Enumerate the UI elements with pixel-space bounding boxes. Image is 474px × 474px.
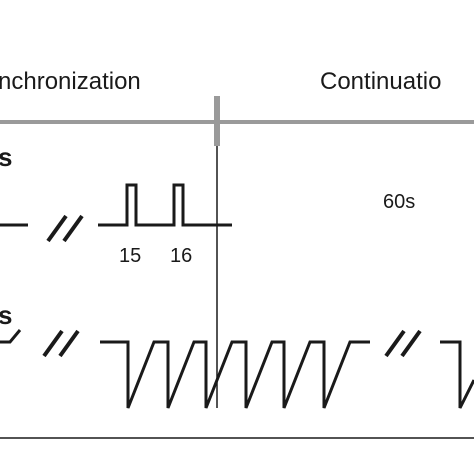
row-label-top: s: [0, 142, 13, 172]
sawtooth-wave-end: [440, 340, 474, 409]
sawtooth-start: [0, 329, 22, 344]
break-symbol-bottom-right: [384, 329, 422, 358]
break-symbol-top: [46, 214, 84, 243]
pulse-label-16: 16: [170, 245, 193, 267]
pulse-label-15: 15: [119, 245, 142, 267]
phase-label-synchronization: nchronization: [0, 68, 141, 95]
break-symbol-bottom: [42, 329, 80, 358]
sawtooth-wave: [100, 340, 370, 409]
phase-label-continuation: Continuatio: [320, 68, 442, 95]
pulse-train: [98, 183, 232, 227]
row-label-bottom: s: [0, 300, 13, 330]
duration-label: 60s: [383, 191, 416, 213]
